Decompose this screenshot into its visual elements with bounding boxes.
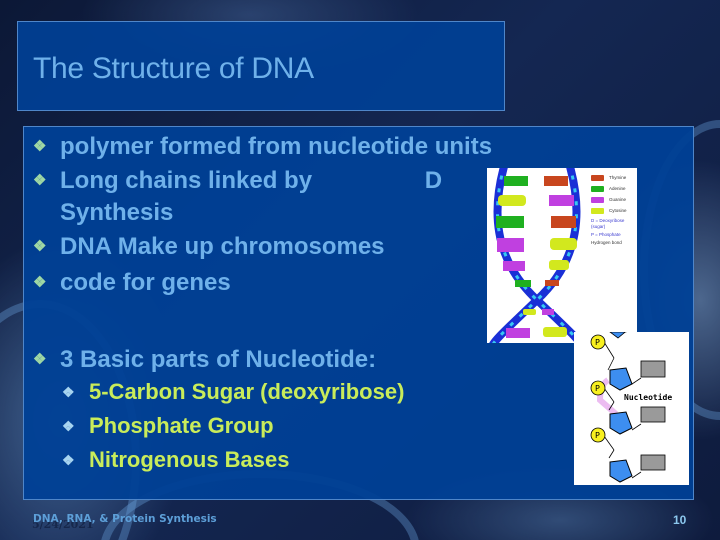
sub-bullet-item: ❖ Phosphate Group [62,409,404,443]
legend-note: P = Phosphate [591,232,621,237]
legend-item: Guanine [591,194,637,205]
legend-item: Thymine [591,172,637,183]
sub-bullet-item: ❖ 5-Carbon Sugar (deoxyribose) [62,375,404,409]
diamond-bullet-icon: ❖ [33,238,47,255]
legend-item: Adenine [591,183,637,194]
nucleotide-diagram[interactable]: P P P Nucleotide [574,327,689,485]
slide-title: The Structure of DNA [33,52,314,85]
slide-number: 10 [673,513,687,527]
bullet-item: ❖ DNA Make up chromosomes [33,229,492,265]
sub-bullet-text: 5-Carbon Sugar (deoxyribose) [89,379,405,404]
footer-date: 5/24/2021 [32,518,94,531]
dna-legend: Thymine Adenine Guanine Cytosine D = Deo… [591,172,637,246]
dna-helix-icon [489,168,585,343]
bullet-item: ❖ Long chains linked by D Synthesis [33,165,492,229]
sub-bullet-list: ❖ 5-Carbon Sugar (deoxyribose) ❖ Phospha… [62,375,404,477]
adenine-swatch-icon [591,185,604,192]
bullet-text: code for genes [60,269,231,296]
title-placeholder[interactable]: The Structure of DNA [17,21,505,111]
bullet-text: Long chains linked by [60,167,313,194]
nucleotide-label: Nucleotide [624,393,673,402]
bullet-text: 3 Basic parts of Nucleotide: [60,346,377,373]
dna-helix-diagram[interactable]: Thymine Adenine Guanine Cytosine D = Deo… [487,168,637,343]
bullet-text-trailing: D [424,167,443,194]
legend-item: Cytosine [591,205,637,216]
legend-note: Hydrogen bond [591,240,622,245]
bullet-item: ❖ code for genes [33,265,492,301]
sub-bullet-text: Nitrogenous Bases [89,447,290,472]
svg-text:P: P [595,431,600,440]
legend-note: D = Deoxyribose (sugar) [591,218,625,229]
svg-text:P: P [595,338,600,347]
sub-bullet-text: Phosphate Group [89,413,274,438]
footer-text: DNA, RNA, & Protein Synthesis [33,513,217,525]
diamond-bullet-icon: ❖ [33,351,47,368]
bullet-list: ❖ polymer formed from nucleotide units ❖… [33,129,492,301]
sub-bullet-item: ❖ Nitrogenous Bases [62,443,404,477]
diamond-bullet-icon: ❖ [62,418,75,434]
cytosine-swatch-icon [591,207,604,214]
bullet-text: polymer formed from nucleotide units [60,133,493,160]
nucleotide-chain-icon: P P P [590,327,666,483]
diamond-bullet-icon: ❖ [33,172,47,189]
bullet-text: DNA Make up chromosomes [60,233,385,260]
diamond-bullet-icon: ❖ [62,384,75,400]
diamond-bullet-icon: ❖ [62,452,75,468]
guanine-swatch-icon [591,196,604,203]
bullet-item: ❖ polymer formed from nucleotide units [33,129,492,165]
thymine-swatch-icon [591,174,604,181]
diamond-bullet-icon: ❖ [33,138,47,155]
svg-text:P: P [595,384,600,393]
diamond-bullet-icon: ❖ [33,274,47,291]
bullet-item: ❖ 3 Basic parts of Nucleotide: [33,342,376,378]
bullet-text-continuation: Synthesis [60,199,174,226]
